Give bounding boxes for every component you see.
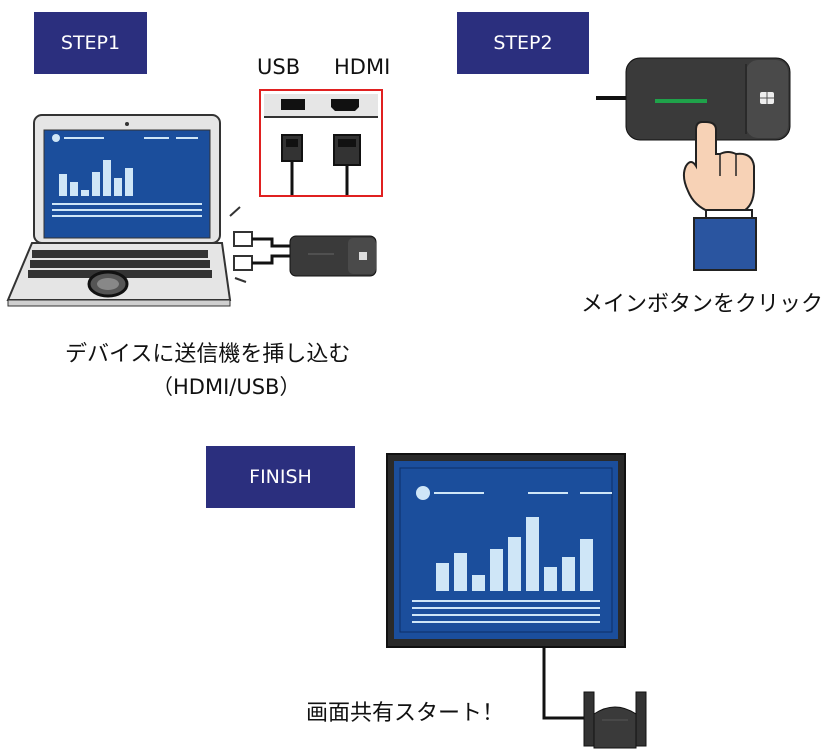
button-press-illustration [596, 57, 791, 271]
receiver-cable [542, 646, 592, 720]
port-connector-illustration [259, 89, 383, 197]
transmitter-illustration [229, 206, 377, 283]
step2-badge: STEP2 [457, 12, 589, 74]
laptop-illustration [6, 114, 232, 307]
receiver-illustration [583, 691, 647, 749]
usb-port-label: USB [257, 55, 301, 79]
step1-caption-sub: （HDMI/USB） [152, 375, 301, 399]
step1-caption: デバイスに送信機を挿し込む [65, 342, 351, 367]
finish-caption: 画面共有スタート！ [306, 701, 505, 726]
step2-caption: メインボタンをクリック [581, 292, 823, 317]
monitor-illustration [386, 453, 626, 648]
hdmi-port-label: HDMI [334, 55, 391, 79]
finish-badge: FINISH [206, 446, 355, 508]
step1-badge: STEP1 [34, 12, 147, 74]
